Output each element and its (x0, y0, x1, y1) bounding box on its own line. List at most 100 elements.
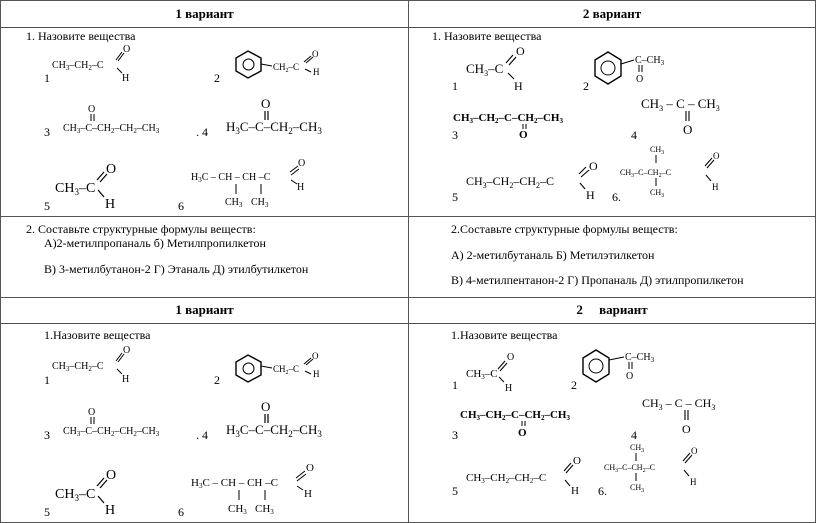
svg-text:O: O (683, 122, 692, 137)
top-v1-num-5: 5 (44, 199, 50, 213)
bottom-v2-num-6: 6. (598, 484, 607, 498)
svg-text:CH2–C: CH2–C (273, 364, 299, 376)
svg-text:O: O (106, 468, 116, 483)
formula-pentan-3-one: H3C–C–CH2–CH3 (226, 119, 322, 136)
top-v2-num-5: 5 (452, 190, 458, 204)
svg-text:H: H (297, 182, 304, 193)
svg-text:H: H (571, 485, 579, 497)
svg-text:CH3: CH3 (225, 197, 243, 209)
bottom-v2-task1-label: 1.Назовите вещества (451, 328, 558, 342)
svg-text:CH2–C: CH2–C (273, 62, 299, 74)
bottom-v1-title: 1 вариант (175, 302, 234, 317)
svg-text:O: O (636, 74, 643, 85)
svg-text:O: O (713, 151, 720, 161)
formula-dimethylbutanal: H3C – CH – CH –C (191, 172, 271, 184)
svg-text:CH3: CH3 (630, 443, 644, 454)
svg-text:H: H (313, 369, 320, 379)
bottom-v1-num-3: 3 (44, 428, 50, 442)
svg-text:O: O (298, 158, 305, 169)
formula-ethanal: CH3–C (55, 181, 95, 197)
svg-text:H: H (105, 197, 115, 212)
top-v2-task2-header: 2.Составьте структурные формулы веществ: (451, 222, 678, 236)
svg-text:H: H (105, 503, 115, 518)
svg-text:O: O (312, 49, 319, 59)
top-v2-num-3: 3 (452, 128, 458, 142)
svg-text:O: O (573, 455, 581, 467)
svg-text:CH3–C–CH2–C: CH3–C–CH2–C (620, 168, 671, 179)
svg-text:O: O (519, 129, 528, 141)
svg-text:CH3: CH3 (228, 503, 247, 516)
svg-text:H: H (122, 374, 129, 385)
svg-text:CH3 – C – CH3: CH3 – C – CH3 (641, 96, 720, 113)
svg-text:H: H (304, 488, 312, 500)
bottom-v1-num-4: . 4 (196, 428, 208, 442)
svg-text:O: O (682, 422, 691, 436)
svg-text:CH3–CH2–CH2–C: CH3–CH2–CH2–C (466, 174, 554, 190)
svg-text:CH3: CH3 (630, 483, 644, 494)
svg-text:CH3–C–CH2–C: CH3–C–CH2–C (604, 463, 655, 474)
top-v2-num-1: 1 (452, 79, 458, 93)
svg-text:O: O (518, 427, 527, 439)
top-v2-num-4: 4 (631, 128, 637, 142)
svg-text:O: O (123, 44, 130, 55)
svg-text:H: H (514, 79, 523, 93)
svg-text:CH3–CH2–C–CH2–CH3: CH3–CH2–C–CH2–CH3 (460, 409, 570, 422)
svg-text:O: O (507, 352, 514, 363)
svg-text:O: O (261, 399, 270, 414)
bottom-v1-num-2: 2 (214, 373, 220, 387)
top-v1-num-2: 2 (214, 71, 220, 85)
svg-text:O: O (306, 462, 314, 474)
svg-text:CH3: CH3 (650, 188, 664, 199)
bottom-v2-num-1: 1 (452, 378, 458, 392)
svg-text:O: O (106, 162, 116, 177)
svg-text:O: O (516, 44, 525, 58)
bottom-v1-num-5: 5 (44, 505, 50, 519)
svg-text:O: O (626, 371, 633, 382)
svg-text:CH3–C: CH3–C (466, 368, 498, 381)
bottom-v2-num-3: 3 (452, 428, 458, 442)
svg-text:O: O (123, 345, 130, 356)
svg-text:H: H (712, 182, 719, 192)
svg-text:H3C–C–CH2–CH3: H3C–C–CH2–CH3 (226, 422, 322, 439)
bottom-v2-title: 2 вариант (576, 302, 648, 317)
svg-text:H: H (313, 67, 320, 77)
bottom-v2-num-2: 2 (571, 378, 577, 392)
svg-text:C–CH3: C–CH3 (625, 352, 655, 364)
svg-text:H3C – CH – CH –C: H3C – CH – CH –C (191, 477, 278, 490)
svg-text:O: O (589, 159, 598, 173)
top-v2-task2-line2: В) 4-метилпентанон-2 Г) Пропаналь Д) эти… (451, 273, 744, 287)
svg-text:H: H (122, 73, 129, 84)
top-v1-task1-label: 1. Назовите вещества (26, 29, 136, 43)
top-v2-task2-line1: А) 2-метилбутаналь Б) Метилэтилкетон (451, 248, 655, 262)
svg-text:CH3: CH3 (650, 145, 664, 156)
bottom-v1-num-1: 1 (44, 373, 50, 387)
top-v1-task2-header: 2. Составьте структурные формулы веществ… (26, 222, 256, 236)
bottom-v1-num-6: 6 (178, 505, 184, 519)
formula-propanal: CH3–CH2–C (52, 60, 104, 72)
top-v2-num-6: 6. (612, 190, 621, 204)
svg-text:O: O (312, 351, 319, 361)
top-v2-num-2: 2 (583, 79, 589, 93)
bottom-v1-task1-label: 1.Назовите вещества (44, 328, 151, 342)
svg-text:O: O (88, 104, 95, 115)
svg-text:CH3: CH3 (255, 503, 274, 516)
svg-text:H: H (505, 383, 512, 394)
svg-text:CH3–CH2–C: CH3–CH2–C (52, 361, 104, 373)
bottom-v2-num-5: 5 (452, 484, 458, 498)
svg-text:O: O (691, 446, 698, 456)
svg-text:H: H (586, 188, 595, 202)
top-v2-title: 2 вариант (582, 6, 642, 21)
svg-text:CH3–C: CH3–C (55, 487, 95, 503)
svg-text:O: O (88, 407, 95, 418)
svg-text:C–CH3: C–CH3 (635, 55, 665, 67)
top-v2-task1-label: 1. Назовите вещества (432, 29, 542, 43)
top-v1-num-3: 3 (44, 125, 50, 139)
bottom-v2-num-4: 4 (631, 428, 637, 442)
top-v1-task2-line2: В) 3-метилбутанон-2 Г) Этаналь Д) этилбу… (44, 262, 309, 276)
top-v1-num-4: . 4 (196, 125, 208, 139)
